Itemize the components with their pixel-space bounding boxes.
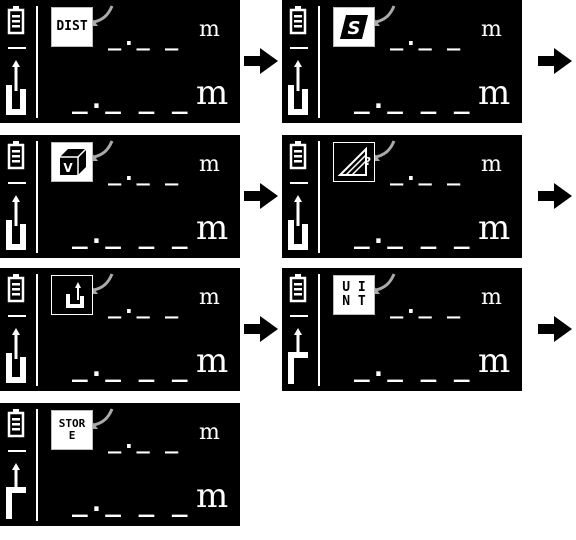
battery-icon <box>7 139 25 170</box>
unit-top: m <box>481 17 502 42</box>
triangle-icon: ? <box>337 146 371 176</box>
pointer-icon <box>88 407 114 431</box>
display-panel-volume: V _._ _ m _._ _ _ m <box>0 135 240 258</box>
unit-bottom: m <box>478 73 511 113</box>
rear-reference-icon <box>6 195 26 250</box>
readout-top: _._ _ <box>108 26 180 51</box>
readout-bottom: _._ _ _ <box>72 220 189 250</box>
unit-bottom: m <box>196 73 229 113</box>
readout-top: _._ _ <box>390 294 462 319</box>
mode-label: U I N T <box>342 280 366 309</box>
readout-bottom: _._ _ _ <box>354 85 471 115</box>
next-arrow-icon <box>244 183 278 209</box>
display-panel-store: STOR E _._ _ m _._ _ _ m <box>0 403 240 526</box>
rear-reference-icon <box>6 60 26 115</box>
pointer-icon <box>370 272 396 296</box>
mode-label: DIST <box>56 19 88 35</box>
svg-text:?: ? <box>365 155 371 168</box>
unit-bottom: m <box>196 341 229 381</box>
battery-icon <box>289 4 307 35</box>
readout-top: _._ _ <box>108 161 180 186</box>
rear-reference-icon <box>6 328 26 383</box>
area-shape-icon: S <box>340 15 368 39</box>
unit-top: m <box>199 420 220 445</box>
battery-icon <box>7 407 25 438</box>
unit-bottom: m <box>196 476 229 516</box>
unit-bottom: m <box>478 208 511 248</box>
pointer-icon <box>370 139 396 163</box>
volume-cube-icon: V <box>60 148 87 175</box>
unit-top: m <box>199 152 220 177</box>
unit-bottom: m <box>478 341 511 381</box>
distance-mode-icon: DIST <box>51 7 93 47</box>
unit-top: m <box>199 285 220 310</box>
unit-bottom: m <box>196 208 229 248</box>
readout-bottom: _._ _ _ <box>354 353 471 383</box>
next-arrow-icon <box>538 316 572 342</box>
readout-bottom: _._ _ _ <box>72 353 189 383</box>
area-mode-icon: S <box>333 7 375 47</box>
readout-top: _._ _ <box>108 294 180 319</box>
readout-top: _._ _ <box>390 26 462 51</box>
front-reference-icon <box>6 463 26 519</box>
pointer-icon <box>88 272 114 296</box>
battery-icon <box>7 272 25 303</box>
unit-top: m <box>481 285 502 310</box>
reference-end-icon <box>66 282 84 308</box>
pointer-icon <box>370 4 396 28</box>
pointer-icon <box>88 139 114 163</box>
next-arrow-icon <box>538 183 572 209</box>
display-panel-unit: U I N T _._ _ m _._ _ _ m <box>282 268 522 391</box>
battery-icon <box>289 272 307 303</box>
rear-reference-icon <box>288 195 308 250</box>
unit-mode-icon: U I N T <box>333 275 375 315</box>
pythagoras-mode-icon: ? <box>333 142 375 182</box>
next-arrow-icon <box>244 316 278 342</box>
readout-bottom: _._ _ _ <box>354 220 471 250</box>
store-mode-icon: STOR E <box>51 410 93 450</box>
rear-reference-icon <box>288 60 308 115</box>
mode-label: STOR E <box>58 417 86 442</box>
readout-bottom: _._ _ _ <box>72 85 189 115</box>
display-panel-distance: DIST _._ _ m _._ _ _ m <box>0 0 240 123</box>
display-panel-reference: _._ _ m _._ _ _ m <box>0 268 240 391</box>
front-reference-icon <box>288 328 308 384</box>
unit-top: m <box>199 17 220 42</box>
display-panel-pythagoras: ? _._ _ m _._ _ _ m <box>282 135 522 258</box>
pointer-icon <box>88 4 114 28</box>
next-arrow-icon <box>538 48 572 74</box>
readout-top: _._ _ <box>108 429 180 454</box>
battery-icon <box>7 4 25 35</box>
svg-text:S: S <box>348 18 361 39</box>
readout-top: _._ _ <box>390 161 462 186</box>
svg-text:V: V <box>63 161 73 175</box>
battery-icon <box>289 139 307 170</box>
readout-bottom: _._ _ _ <box>72 488 189 518</box>
unit-top: m <box>481 152 502 177</box>
next-arrow-icon <box>244 48 278 74</box>
reference-mode-icon <box>51 275 93 315</box>
display-panel-area: S _._ _ m _._ _ _ m <box>282 0 522 123</box>
volume-mode-icon: V <box>51 142 93 182</box>
